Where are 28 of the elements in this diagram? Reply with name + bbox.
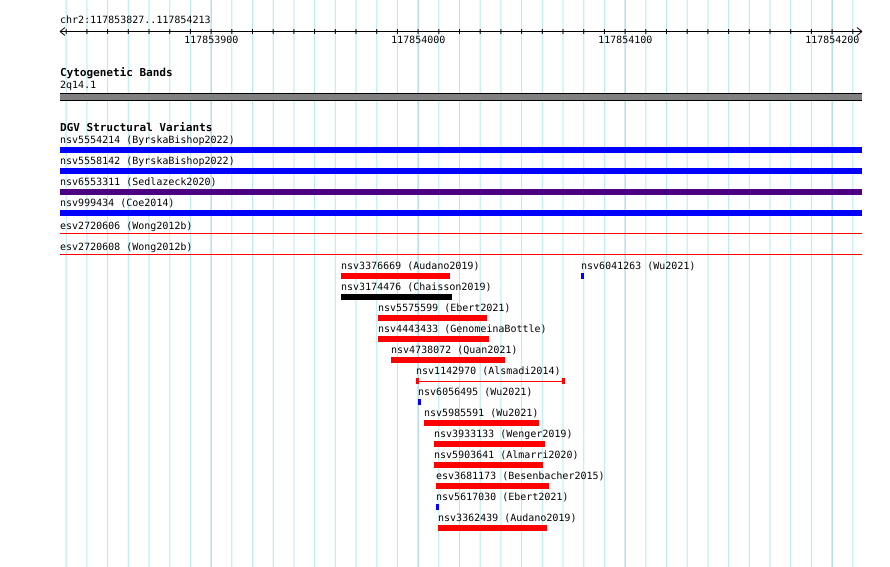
variant-label: nsv5558142 (ByrskaBishop2022) xyxy=(60,156,235,167)
variant-label: esv2720608 (Wong2012b) xyxy=(60,242,192,253)
variant-label: nsv3933133 (Wenger2019) xyxy=(434,429,572,440)
variant-label: nsv3174476 (Chaisson2019) xyxy=(341,282,492,293)
tick-label: 117854100 xyxy=(598,35,652,46)
tick-label: 117853900 xyxy=(184,35,238,46)
track-title: Cytogenetic Bands xyxy=(60,67,173,78)
band-label: 2q14.1 xyxy=(60,80,96,91)
track-title: DGV Structural Variants xyxy=(60,122,212,133)
variant-label: nsv5554214 (ByrskaBishop2022) xyxy=(60,135,235,146)
variant-label: nsv6056495 (Wu2021) xyxy=(418,387,532,398)
tick-label: 117854000 xyxy=(391,35,446,46)
variant-label: nsv6041263 (Wu2021) xyxy=(581,261,696,272)
variant-label: nsv1142970 (Alsmadi2014) xyxy=(416,366,560,377)
variant-label: esv2720606 (Wong2012b) xyxy=(60,221,192,232)
variant-label: nsv3362439 (Audano2019) xyxy=(438,513,576,524)
variant-label: esv3681173 (Besenbacher2015) xyxy=(436,471,605,482)
variant-label: nsv5617030 (Ebert2021) xyxy=(436,492,568,503)
variant-label: nsv5985591 (Wu2021) xyxy=(424,408,538,419)
variant-label: nsv5903641 (Almarri2020) xyxy=(434,450,578,461)
variant-label: nsv5575599 (Ebert2021) xyxy=(378,303,510,314)
variant-label: nsv6553311 (Sedlazeck2020) xyxy=(60,177,217,188)
tick-label: 117854200 xyxy=(805,35,860,46)
variant-label: nsv3376669 (Audano2019) xyxy=(341,261,480,272)
variant-label: nsv999434 (Coe2014) xyxy=(60,198,174,209)
variant-label: nsv4443433 (GenomeinaBottle) xyxy=(378,324,547,335)
variant-label: nsv4738072 (Quan2021) xyxy=(391,345,518,356)
position-label: chr2:117853827..117854213 xyxy=(60,15,211,26)
